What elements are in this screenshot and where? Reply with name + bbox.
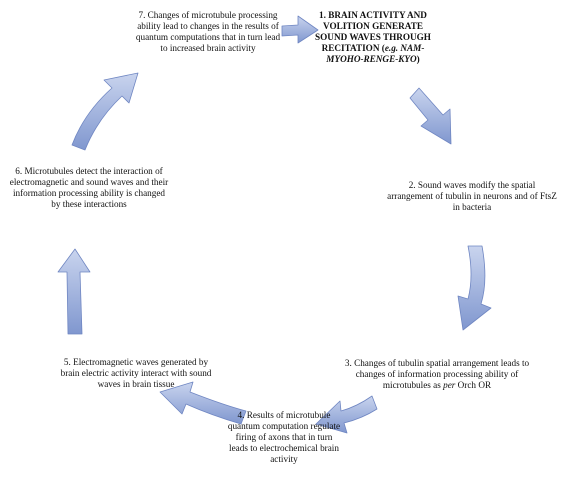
step-3-text: 3. Changes of tubulin spatial arrangemen…	[344, 358, 530, 390]
step-5-text: 5. Electromagnetic waves generated by br…	[60, 357, 212, 389]
step-2-text: 2. Sound waves modify the spatial arrang…	[387, 180, 557, 212]
arrow-step3-to-step4	[315, 395, 378, 434]
step-7-text: 7. Changes of microtubule processing abi…	[135, 10, 281, 53]
arrow-step4-to-step5	[159, 381, 247, 425]
step-1-text: 1. BRAIN ACTIVITY AND VOLITION GENERATE …	[315, 10, 431, 64]
step-4-text: 4. Results of microtubule quantum comput…	[227, 410, 341, 464]
step-6-text: 6. Microtubules detect the interaction o…	[9, 166, 169, 209]
arrow-step1-to-step2	[409, 87, 452, 145]
arrow-step7-to-step1	[281, 15, 319, 44]
arrow-step2-to-step3	[457, 245, 492, 331]
arrow-step5-to-step6	[57, 248, 91, 335]
arrow-step6-to-step7	[71, 72, 139, 151]
